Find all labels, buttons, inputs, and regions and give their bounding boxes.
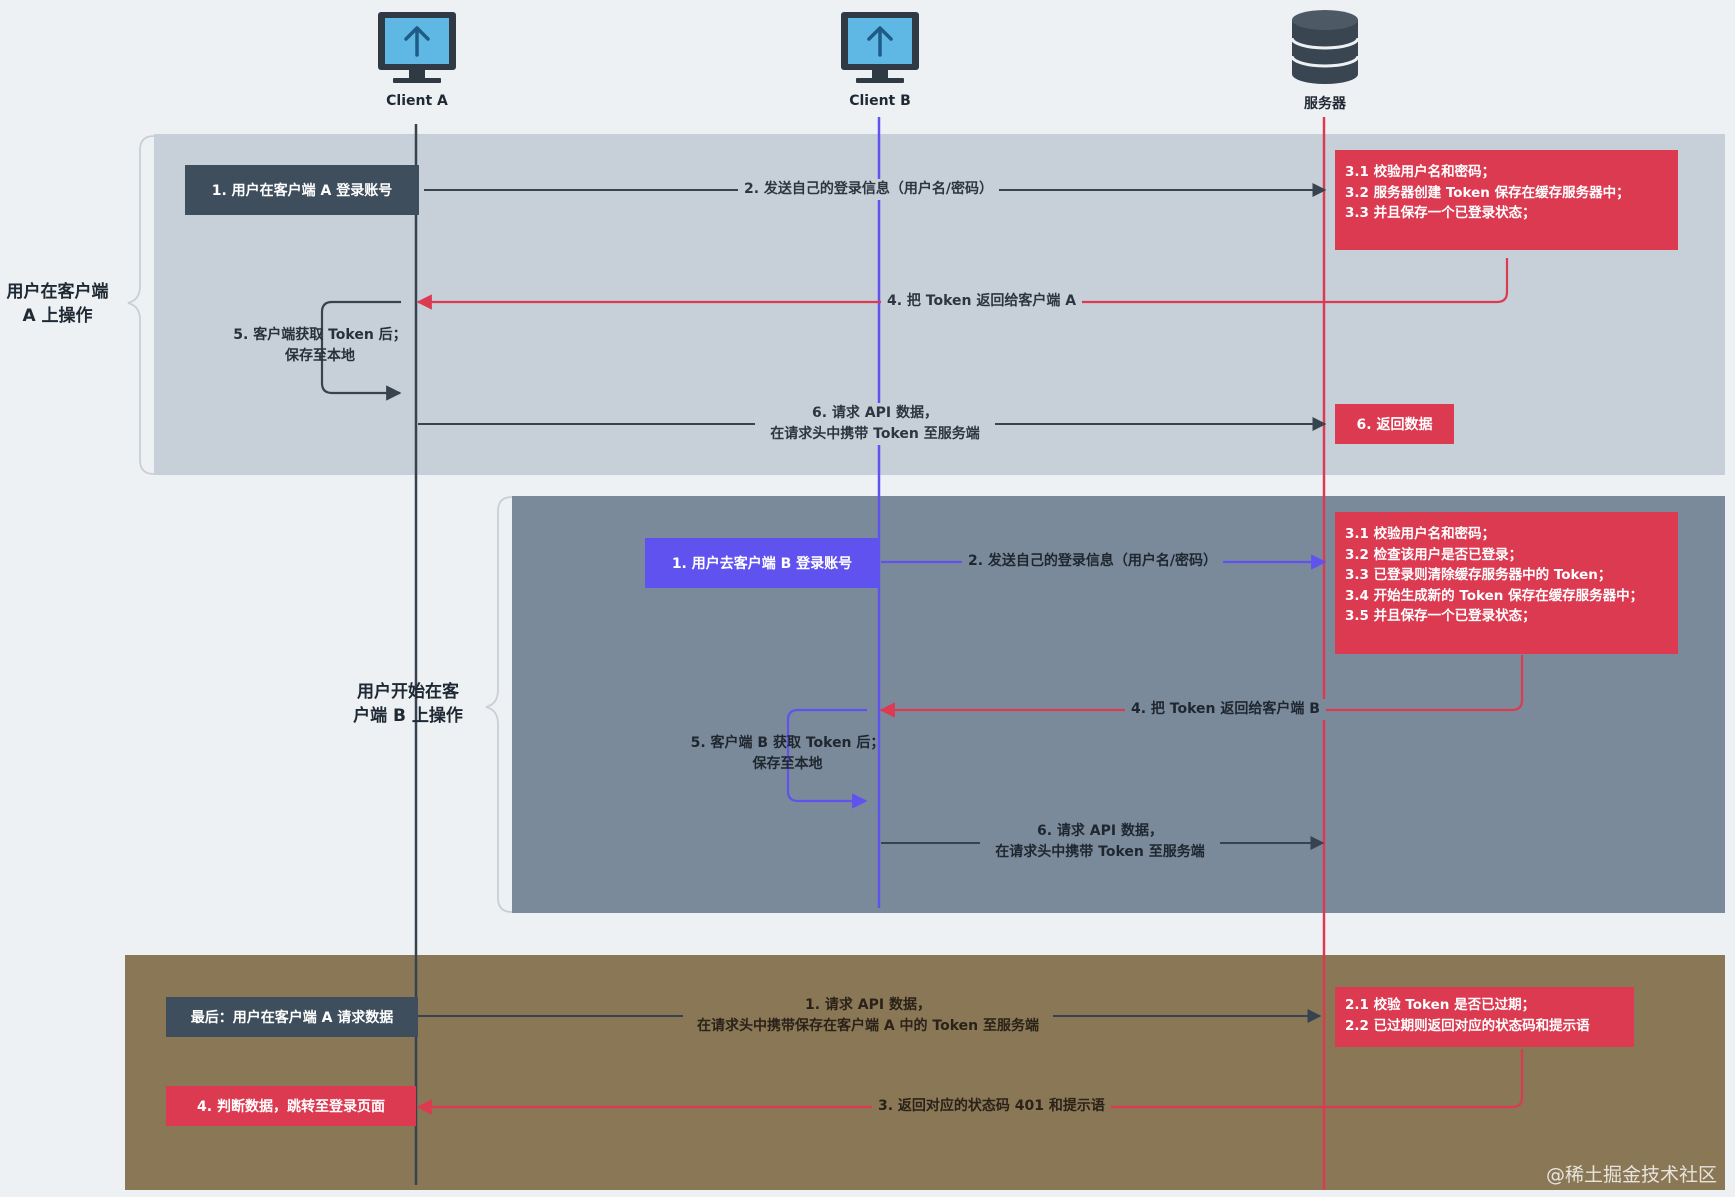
server-database-icon <box>1290 10 1360 84</box>
b-step4-label: 4. 把 Token 返回给客户端 B <box>1125 699 1326 720</box>
section-a-side-label: 用户在客户端 A 上操作 <box>6 282 109 326</box>
b-step2-label: 2. 发送自己的登录信息（用户名/密码） <box>962 551 1224 572</box>
a-step6-label: 6. 请求 API 数据， 在请求头中携带 Token 至服务端 <box>755 403 995 445</box>
client-a-label: Client A <box>386 93 448 109</box>
b-step3-box: 3.1 校验用户名和密码； 3.2 检查该用户是否已登录； 3.3 已登录则清除… <box>1335 512 1678 654</box>
c-step3-arrow <box>416 1049 1524 1115</box>
client-a-monitor-icon <box>378 12 456 83</box>
a-step4-label: 4. 把 Token 返回给客户端 A <box>881 291 1083 312</box>
b-step4-arrow <box>879 655 1524 718</box>
a-step3-box: 3.1 校验用户名和密码； 3.2 服务器创建 Token 保存在缓存服务器中；… <box>1335 150 1678 250</box>
section-b-side-label: 用户开始在客 户端 B 上操作 <box>353 682 463 726</box>
b-step1-box: 1. 用户去客户端 B 登录账号 <box>645 538 879 588</box>
b-step6-label: 6. 请求 API 数据， 在请求头中携带 Token 至服务端 <box>980 821 1220 863</box>
c-step1-label: 1. 请求 API 数据， 在请求头中携带保存在客户端 A 中的 Token 至… <box>683 995 1053 1037</box>
client-a-actor: Client A <box>352 93 482 109</box>
a-step6-reply-box: 6. 返回数据 <box>1335 404 1454 444</box>
c-step3-label: 3. 返回对应的状态码 401 和提示语 <box>872 1096 1111 1117</box>
client-b-label: Client B <box>849 93 911 109</box>
watermark: @稀土掘金技术社区 <box>1545 1164 1717 1186</box>
a-step2-label: 2. 发送自己的登录信息（用户名/密码） <box>738 179 1000 200</box>
client-b-actor: Client B <box>815 93 945 109</box>
server-label: 服务器 <box>1304 96 1346 112</box>
b-step5-loop <box>786 708 868 809</box>
client-b-monitor-icon <box>841 12 919 83</box>
c-final-step-box: 最后：用户在客户端 A 请求数据 <box>166 997 418 1037</box>
a-step5-note: 5. 客户端获取 Token 后； 保存至本地 <box>233 327 407 364</box>
a-step1-box: 1. 用户在客户端 A 登录账号 <box>185 165 419 215</box>
b-step5-note: 5. 客户端 B 获取 Token 后； 保存至本地 <box>690 735 885 772</box>
c-step4-box: 4. 判断数据，跳转至登录页面 <box>166 1086 416 1126</box>
c-step2-box: 2.1 校验 Token 是否已过期； 2.2 已过期则返回对应的状态码和提示语 <box>1335 987 1634 1047</box>
server-actor: 服务器 <box>1260 93 1390 113</box>
a-step4-arrow <box>416 258 1509 310</box>
a-step5-loop <box>320 300 402 401</box>
section-a-brace <box>127 135 155 475</box>
section-b-brace <box>485 496 513 913</box>
